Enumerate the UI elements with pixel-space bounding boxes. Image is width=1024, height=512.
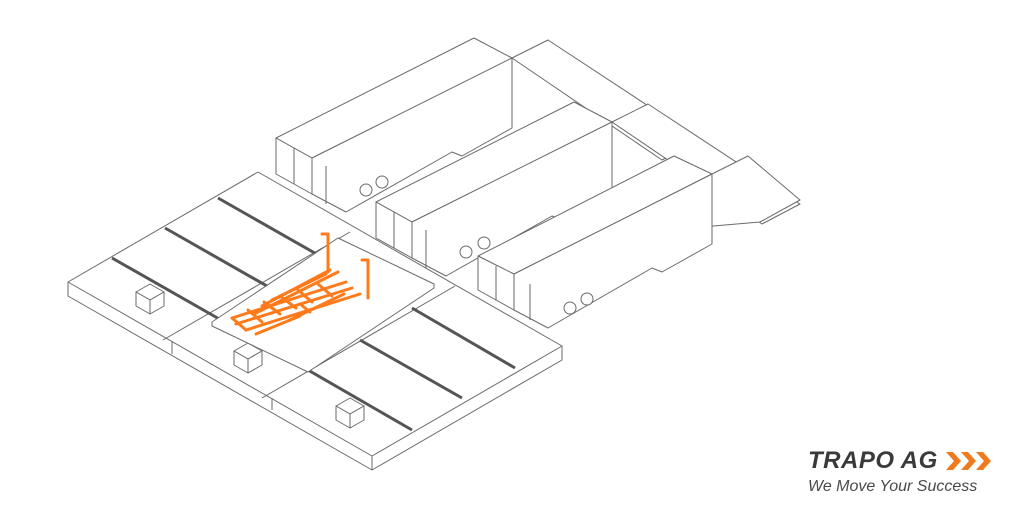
floor-box-1	[135, 283, 165, 315]
brand-tagline: We Move Your Success	[808, 478, 978, 495]
brand-name: TRAPO AG	[808, 447, 938, 474]
orange-transfer-robot	[230, 232, 370, 336]
floor-box-3	[335, 397, 365, 429]
triple-chevron-right-icon	[945, 452, 991, 470]
truck-trailer-3	[477, 155, 801, 329]
truck-trailer-2	[375, 101, 801, 277]
trapo-logo: TRAPO AG We Move Your Success	[808, 448, 1018, 500]
